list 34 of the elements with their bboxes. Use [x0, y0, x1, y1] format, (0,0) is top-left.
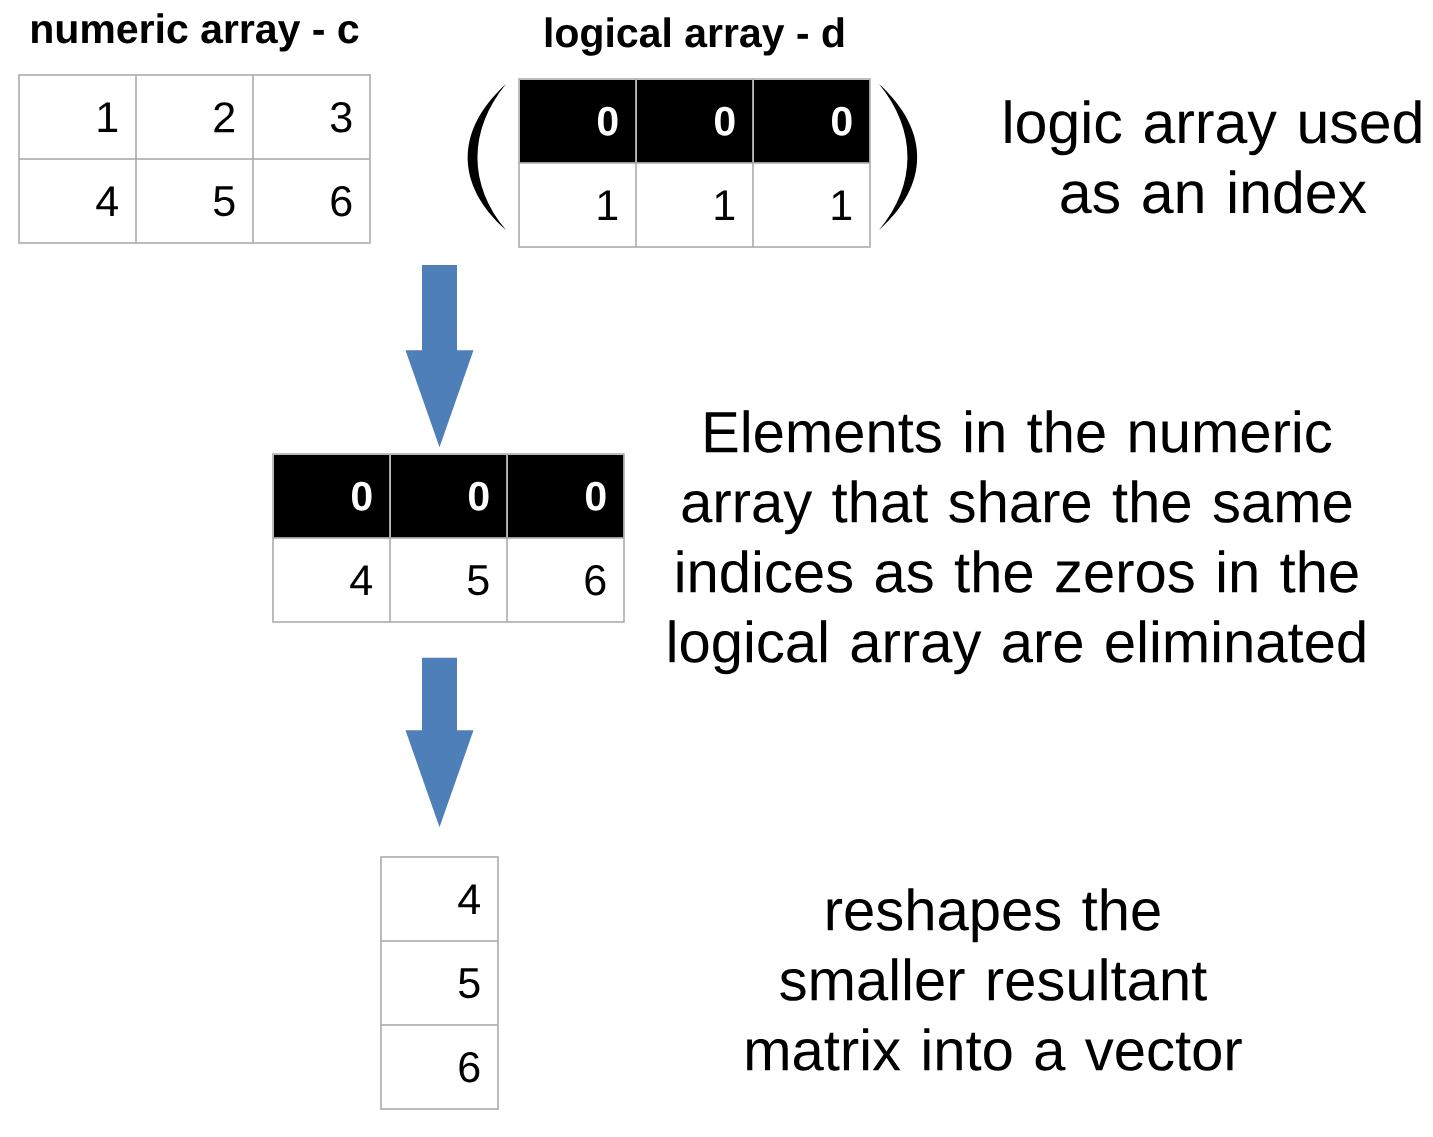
table-cell: 0 [390, 454, 507, 538]
table-cell: 0 [507, 454, 624, 538]
node-label: 0 [586, 481, 606, 511]
cell-number: 1 [98, 102, 118, 132]
cell-number: 3 [330, 101, 352, 133]
node-label: 0 [832, 106, 852, 136]
arrow [405, 265, 474, 448]
cell-number: 5 [459, 968, 480, 999]
node-label: 0 [352, 481, 372, 511]
cell-number: 6 [585, 564, 606, 596]
table-cell: 0 [273, 454, 390, 538]
description-text: reshapes the smaller resultant matrix into a vector [747, 888, 1242, 1071]
cell-number: 4 [96, 186, 118, 216]
node-label: 0 [715, 106, 735, 136]
table-cell: 0 [753, 79, 870, 163]
matrix-heading: logical array - d [545, 17, 844, 56]
cell-number: 5 [214, 186, 235, 217]
node-label: 0 [469, 481, 489, 511]
description-text: Elements in the numeric array that share the same indices as the zeros in the logical array are eliminated [669, 410, 1365, 675]
cell-number: 5 [468, 565, 489, 596]
cell-number: 1 [598, 190, 618, 220]
cell-number: 2 [214, 102, 235, 133]
cell-number: 4 [458, 884, 480, 914]
cell-number: 4 [350, 565, 372, 595]
table-cell: 0 [519, 79, 636, 163]
table-cell: 0 [636, 79, 753, 163]
description-text: logic array used as an index [1005, 100, 1421, 214]
matrix-heading: numeric array - c [32, 13, 359, 52]
node-label: 0 [598, 106, 618, 136]
cell-number: 6 [459, 1051, 480, 1083]
arrow [405, 657, 474, 828]
cell-number: 1 [832, 190, 852, 220]
cell-number: 6 [331, 185, 352, 217]
cell-number: 1 [715, 190, 735, 220]
